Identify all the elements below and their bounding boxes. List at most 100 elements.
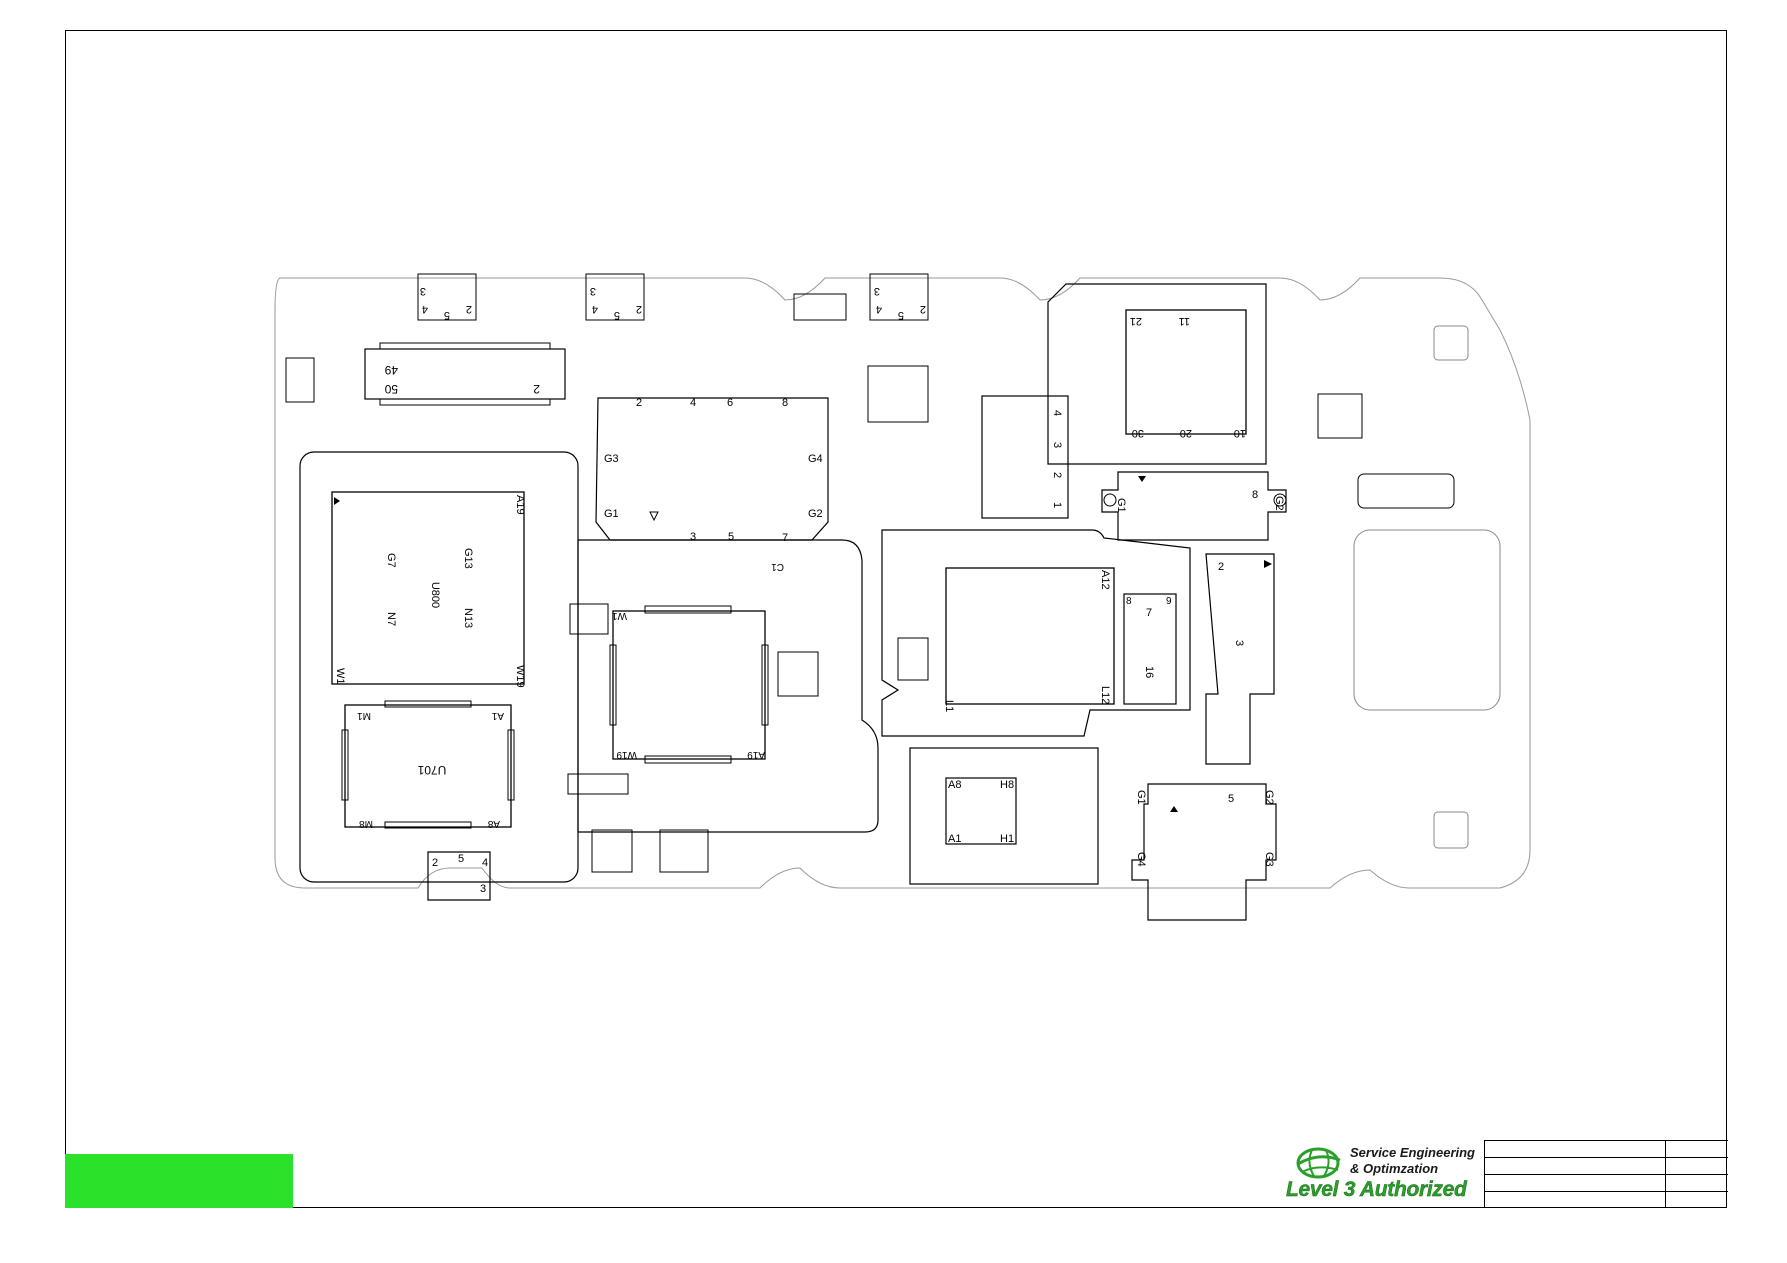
trc-pin-21: 21 bbox=[1130, 315, 1142, 327]
mrs-pin-1: 1 bbox=[1051, 502, 1063, 508]
hc-pin-g1: G1 bbox=[1115, 498, 1127, 513]
bottom-socket bbox=[427, 851, 491, 901]
shield-marker bbox=[649, 511, 659, 522]
bs-pin-3: 3 bbox=[480, 883, 486, 895]
u800-label: U800 bbox=[429, 582, 441, 608]
center-pin-w1: W1 bbox=[612, 610, 627, 621]
small-pin-h1: H1 bbox=[1000, 833, 1014, 845]
center-pin-a19: A19 bbox=[747, 749, 765, 760]
u800-pin-g7: G7 bbox=[385, 553, 397, 568]
shield-pin-g1: G1 bbox=[604, 508, 619, 520]
bs-pin-2: 2 bbox=[432, 857, 438, 869]
ts3-pin-4: 4 bbox=[876, 303, 882, 315]
center-pin-w19: W19 bbox=[616, 749, 637, 760]
trc-pin-11: 11 bbox=[1179, 315, 1190, 327]
shield-pin-6: 6 bbox=[727, 397, 733, 409]
part-pin-16: 16 bbox=[1143, 666, 1155, 678]
u701-pin-a8: A8 bbox=[487, 818, 500, 829]
top-socket-1: 3 5 2 4 bbox=[417, 273, 477, 321]
right-pad-bottom bbox=[1433, 811, 1469, 849]
u800-pin-w1: W1 bbox=[334, 668, 346, 685]
region-right-center bbox=[881, 529, 1191, 737]
small-pin-a8: A8 bbox=[948, 779, 961, 791]
misc-part-h bbox=[777, 651, 819, 697]
logo-line-3: Level 3 Authorized bbox=[1286, 1178, 1467, 1201]
u800-pin-n13: N13 bbox=[462, 608, 474, 628]
drawing-frame bbox=[65, 30, 1727, 1208]
title-column-divider bbox=[1665, 1140, 1666, 1208]
bottom-right-connector bbox=[1131, 783, 1277, 921]
trc-pin-20: 20 bbox=[1180, 427, 1192, 439]
small-quad-part bbox=[1317, 393, 1363, 439]
shield-pin-3: 3 bbox=[690, 531, 696, 543]
mrs-pin-4: 4 bbox=[1051, 410, 1063, 416]
u800-pin1-marker bbox=[334, 497, 340, 505]
misc-part-i bbox=[569, 603, 609, 635]
title-row bbox=[1485, 1174, 1728, 1175]
right-chip-pin-a12: A12 bbox=[1099, 570, 1111, 590]
center-chip bbox=[612, 610, 766, 760]
u800-pin-w19: W19 bbox=[514, 665, 526, 688]
sevice-logo: Service Engineering & Optimzation Level … bbox=[1286, 1142, 1486, 1206]
title-row bbox=[1485, 1191, 1728, 1192]
right-side-part bbox=[1123, 593, 1177, 705]
ts2-pin-5: 5 bbox=[614, 309, 620, 321]
title-row bbox=[1485, 1157, 1728, 1158]
misc-part-f bbox=[591, 829, 633, 873]
ts1-pin-5: 5 bbox=[444, 309, 450, 321]
ts2-pin-3: 3 bbox=[590, 285, 596, 297]
shield-pin-7: 7 bbox=[782, 532, 788, 544]
top-right-chip bbox=[1125, 309, 1247, 435]
part-pin-7: 7 bbox=[1146, 607, 1152, 619]
right-chip-pin-l12: L12 bbox=[1099, 686, 1111, 704]
ts2-pin-2: 2 bbox=[636, 303, 642, 315]
u701-pin-m8: M8 bbox=[359, 818, 373, 829]
misc-part-g bbox=[659, 829, 709, 873]
misc-part-a bbox=[867, 365, 929, 423]
ts1-pin-4: 4 bbox=[422, 303, 428, 315]
small-pin-h8: H8 bbox=[1000, 779, 1014, 791]
region-left bbox=[299, 451, 579, 883]
u701-pin-m1: M1 bbox=[357, 710, 371, 721]
center-pin-c1: C1 bbox=[771, 561, 784, 572]
green-status-box bbox=[65, 1154, 293, 1208]
title-block-table bbox=[1484, 1140, 1728, 1208]
top-socket-2: 3 5 2 4 bbox=[585, 273, 645, 321]
u701-pin-a1: A1 bbox=[491, 710, 504, 721]
connector-pin-49: 49 bbox=[384, 363, 398, 377]
region-top-right bbox=[1047, 283, 1267, 465]
shield-pin-5: 5 bbox=[728, 531, 734, 543]
mid-right-shield bbox=[981, 395, 1069, 519]
brc-pin-5: 5 bbox=[1228, 793, 1234, 805]
bs-pin-5: 5 bbox=[458, 853, 464, 865]
ts1-pin-3: 3 bbox=[420, 285, 426, 297]
bs-pin-4: 4 bbox=[482, 857, 488, 869]
small-pin-a1: A1 bbox=[948, 833, 961, 845]
u800-pin-g13: G13 bbox=[462, 548, 474, 569]
right-pad-large bbox=[1353, 529, 1501, 711]
logo-line-1: Service Engineering bbox=[1350, 1145, 1475, 1160]
part-pin-8: 8 bbox=[1126, 596, 1132, 607]
brc-pin-g2: G2 bbox=[1263, 790, 1275, 805]
vrp-pin-2: 2 bbox=[1218, 561, 1224, 573]
trc-pin-10: 10 bbox=[1234, 427, 1246, 439]
misc-part-d bbox=[285, 357, 315, 403]
hc-pin-g2: G2 bbox=[1273, 496, 1285, 511]
connector-pin-2: 2 bbox=[533, 382, 540, 396]
hc-pin-8: 8 bbox=[1252, 489, 1258, 501]
u701-label: U701 bbox=[417, 763, 446, 777]
brc-pin-g1: G1 bbox=[1135, 790, 1147, 805]
board-outline bbox=[274, 277, 1531, 889]
horizontal-connector bbox=[1101, 471, 1287, 541]
mrs-pin-2: 2 bbox=[1051, 472, 1063, 478]
top-socket-3: 3 5 2 4 bbox=[869, 273, 929, 321]
region-small bbox=[909, 747, 1099, 885]
connector-pin-50: 50 bbox=[384, 382, 398, 396]
shield-pin-4: 4 bbox=[690, 397, 696, 409]
ts2-pin-4: 4 bbox=[592, 303, 598, 315]
trc-pin-30: 30 bbox=[1132, 427, 1144, 439]
misc-part-e bbox=[567, 773, 629, 795]
shield-pin-8: 8 bbox=[782, 397, 788, 409]
region-center bbox=[577, 539, 879, 833]
vertical-right-part bbox=[1205, 553, 1275, 765]
